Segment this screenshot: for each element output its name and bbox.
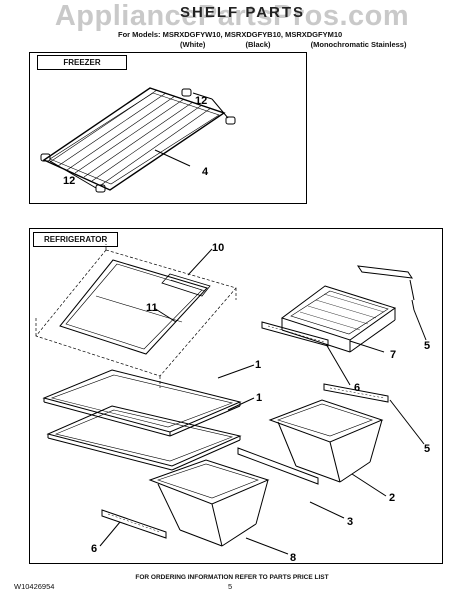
callout-7: 7 — [390, 349, 396, 361]
watermark: AppliancePartsPros.com — [54, 0, 410, 32]
callout-4: 4 — [202, 166, 209, 178]
glass-shelf-top — [59, 259, 211, 355]
refrigerator-panel — [29, 228, 443, 564]
rail-mid — [261, 321, 329, 347]
callout-6-left: 6 — [91, 543, 97, 555]
crisper-pan-small — [280, 285, 397, 353]
callout-2: 2 — [389, 492, 395, 504]
shelf-end-cap — [40, 88, 236, 193]
wire-shelf — [42, 87, 226, 191]
callout-12-lower: 12 — [63, 175, 75, 187]
refrigerator-label: REFRIGERATOR — [33, 232, 119, 247]
variant-stainless: (Monochromatic Stainless) — [310, 40, 407, 49]
crisper-drawer-right — [268, 399, 384, 483]
callout-8: 8 — [290, 552, 296, 564]
glass-shelf-lower — [46, 405, 242, 471]
callout-1-lower: 1 — [256, 392, 262, 404]
glass-shelf-upper — [42, 369, 242, 437]
freezer-panel — [29, 52, 307, 204]
rail-front — [101, 509, 167, 539]
callout-5-upper: 5 — [424, 340, 430, 352]
rail-right — [323, 383, 389, 403]
page-title: SHELF PARTS — [180, 4, 306, 21]
freezer-label: FREEZER — [37, 55, 127, 70]
variant-black: (Black) — [245, 40, 271, 49]
crisper-drawer-left — [148, 459, 270, 547]
callout-1-upper: 1 — [255, 359, 261, 371]
callout-6-right: 6 — [354, 382, 360, 394]
page-number: 5 — [228, 582, 233, 591]
ordering-notice: FOR ORDERING INFORMATION REFER TO PARTS … — [135, 574, 329, 581]
rail-center — [237, 447, 319, 485]
callout-5-lower: 5 — [424, 443, 430, 455]
callout-10: 10 — [212, 242, 224, 254]
color-variants: (White) (Black) (Monochromatic Stainless… — [180, 40, 444, 49]
variant-white: (White) — [180, 40, 206, 49]
document-number: W10426954 — [14, 582, 55, 591]
shelf-assembly-outline — [35, 244, 237, 388]
callout-3: 3 — [347, 516, 353, 528]
callout-11: 11 — [146, 302, 158, 314]
rail-rear-upper — [356, 265, 415, 311]
model-list: For Models: MSRXDGFYW10, MSRXDGFYB10, MS… — [118, 30, 343, 39]
callout-12-upper: 12 — [195, 95, 207, 107]
